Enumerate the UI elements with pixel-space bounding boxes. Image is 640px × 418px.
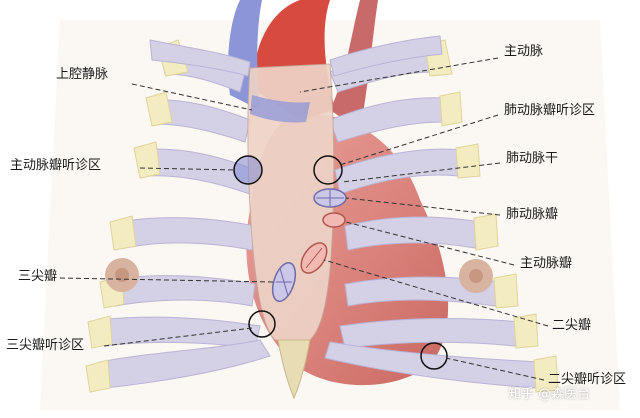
- label-tricuspid-auscultation-area: 三尖瓣听诊区: [6, 338, 85, 353]
- xiphoid-process: [277, 339, 311, 400]
- leader-tricuspid-area: [103, 327, 253, 347]
- mitral-valve-mark: [300, 242, 328, 274]
- leader-mitral-area: [445, 357, 545, 381]
- left-rib-7: [99, 339, 271, 389]
- label-aorta: 主动脉: [504, 44, 544, 59]
- right-rib-6: [339, 318, 521, 349]
- tricuspid-valve-mark: [271, 261, 297, 303]
- left-rib-4: [119, 217, 256, 251]
- right-clavicle: [329, 35, 443, 77]
- leader-lines: [59, 57, 549, 381]
- label-superior-vena-cava: 上腔静脉: [56, 67, 109, 82]
- watermark: 知乎 @森医台: [508, 387, 591, 402]
- leader-pulmonary-trunk: [341, 162, 501, 183]
- label-mitral-valve: 二尖瓣: [552, 318, 592, 333]
- left-nipple-center: [115, 268, 129, 282]
- left-clavicle: [149, 39, 251, 77]
- mitral-auscultation-ring: [420, 342, 448, 370]
- leader-mitral-valve: [323, 259, 549, 327]
- label-aortic-valve: 主动脉瓣: [520, 256, 573, 271]
- leader-aorta: [299, 57, 499, 93]
- right-rib-7: [324, 341, 541, 389]
- pulmonary-valve-mark: [313, 188, 347, 208]
- label-mitral-auscultation-area: 二尖瓣听诊区: [548, 372, 627, 387]
- right-nipple-center: [469, 269, 483, 283]
- leader-aortic-valve: [345, 221, 515, 266]
- label-tricuspid-valve: 三尖瓣: [18, 269, 58, 284]
- label-pulmonary-trunk: 肺动脉干: [506, 151, 559, 166]
- leader-pulmonary-valve: [345, 197, 501, 216]
- vein-overlay: [250, 95, 310, 123]
- label-pulmonary-auscultation-area: 肺动脉瓣听诊区: [504, 103, 596, 118]
- left-rib-5: [109, 275, 256, 307]
- right-ribs: [324, 49, 541, 389]
- right-rib-4: [344, 216, 481, 251]
- leader-aortic-area: [139, 167, 237, 171]
- label-pulmonary-valve: 肺动脉瓣: [506, 207, 559, 222]
- leader-tricuspid: [59, 277, 275, 283]
- tricuspid-auscultation-ring: [248, 310, 276, 338]
- leader-pulmonary-area: [339, 114, 499, 166]
- label-aortic-auscultation-area: 主动脉瓣听诊区: [10, 158, 102, 173]
- pulmonary-auscultation-ring: [313, 155, 343, 185]
- aortic-valve-mark: [322, 212, 346, 228]
- aortic-auscultation-ring: [233, 155, 263, 185]
- leader-svc: [131, 83, 253, 111]
